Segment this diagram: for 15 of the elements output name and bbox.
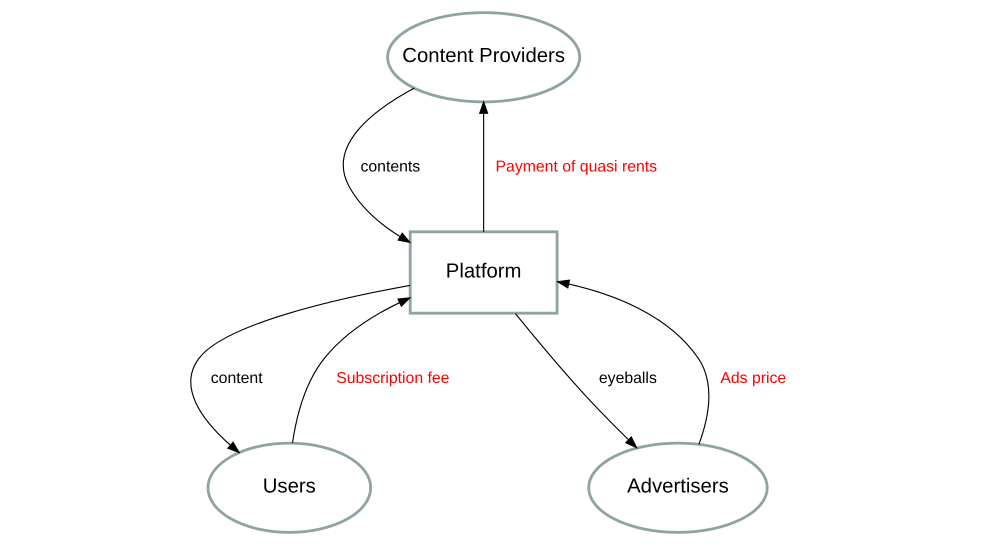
edge-label: contents	[360, 158, 420, 176]
arrow	[292, 297, 412, 443]
edge-label: Subscription fee	[336, 370, 450, 387]
arrow	[190, 284, 410, 454]
arrow	[478, 100, 488, 232]
node-ellipse: Content Providers	[386, 11, 582, 104]
node-ellipse: Advertisers	[587, 442, 769, 534]
edge-label: content	[210, 370, 263, 387]
edge-label: eyeballs	[598, 370, 657, 387]
arrow	[342, 88, 415, 244]
edge-label: Payment of quasi rents	[496, 158, 658, 176]
arrow	[556, 280, 710, 444]
edge-label: Ads price	[720, 370, 786, 387]
arrow	[515, 313, 638, 449]
node-box: Platform	[408, 230, 558, 315]
